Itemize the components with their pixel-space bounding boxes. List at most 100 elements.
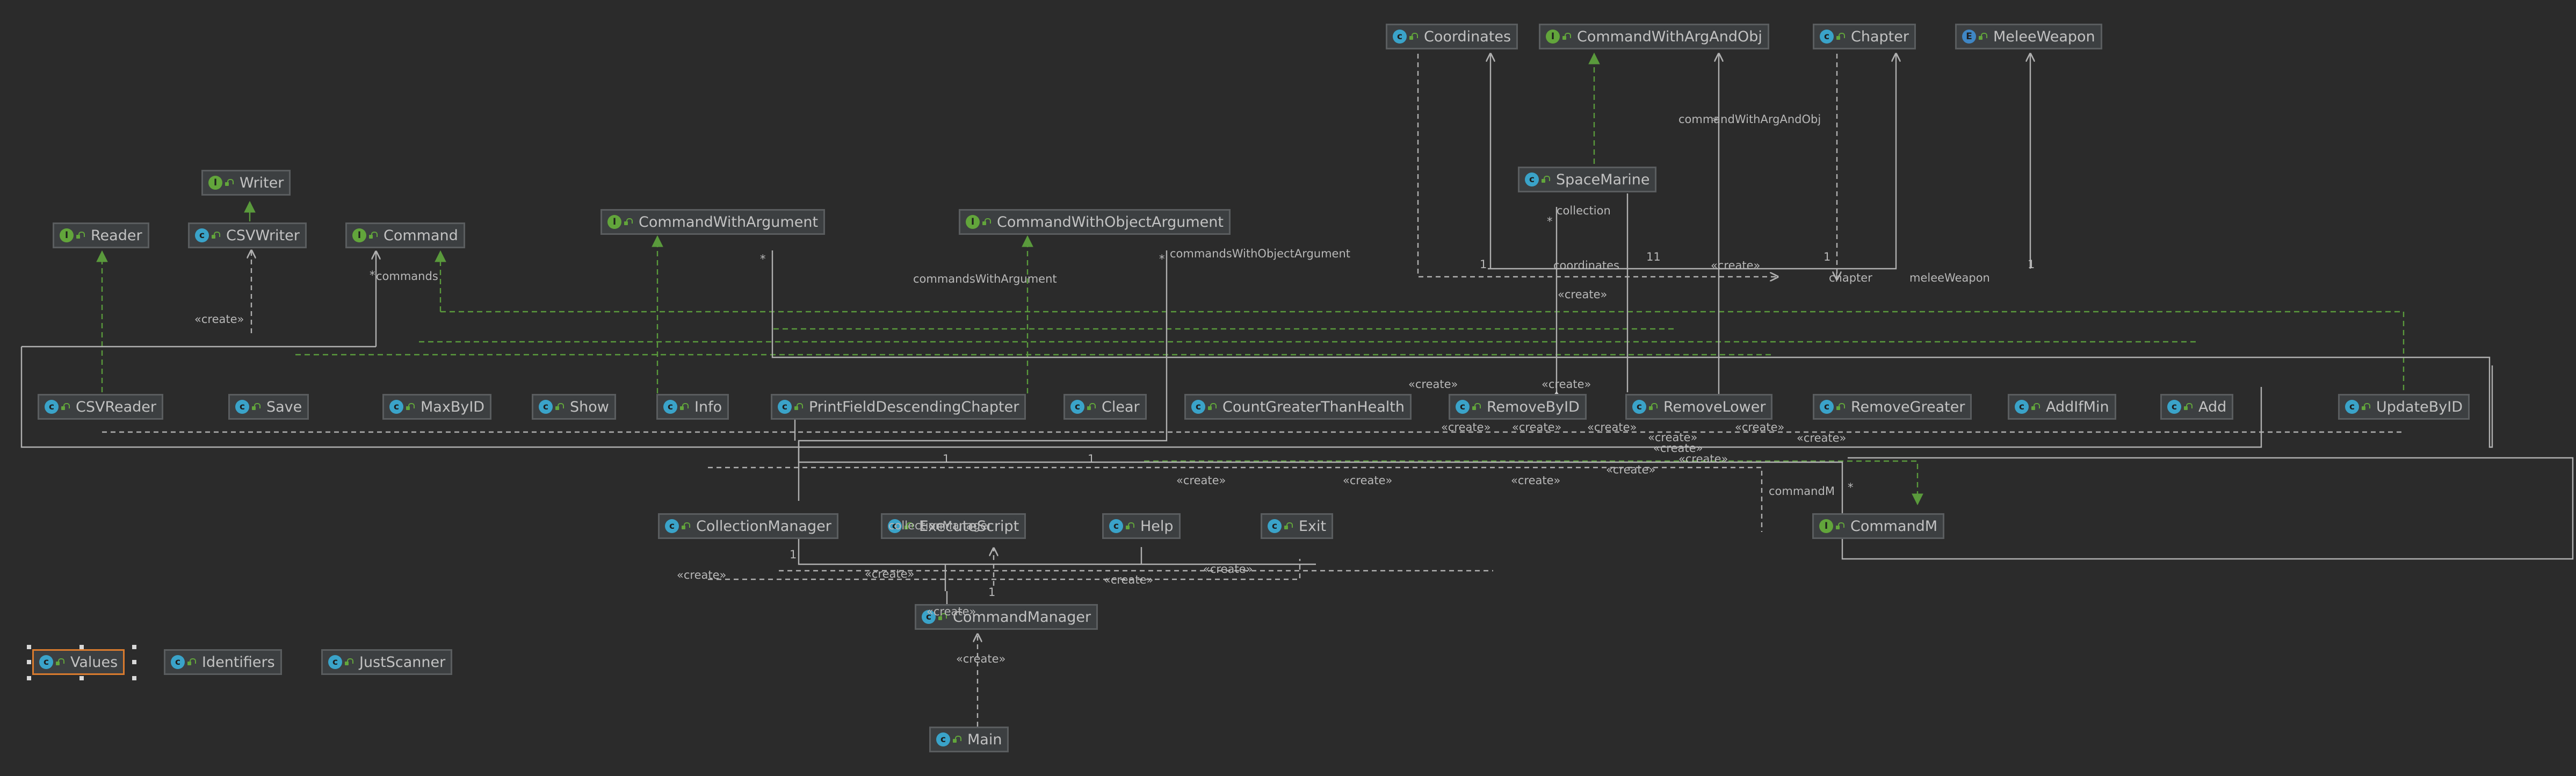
resize-handle[interactable] <box>132 645 136 649</box>
interface-icon: I <box>1819 519 1833 533</box>
resize-handle[interactable] <box>27 660 31 664</box>
lock-icon <box>1207 403 1217 411</box>
create-stereotype-label: «create» <box>956 652 1006 665</box>
interface-icon: I <box>1546 30 1560 44</box>
multiplicity-star: * <box>1712 115 1718 128</box>
multiplicity-one: 1 <box>1824 250 1831 263</box>
multiplicity-one: 1 <box>943 452 950 465</box>
create-stereotype-label: «create» <box>1606 463 1656 476</box>
lock-icon <box>1409 32 1419 41</box>
multiplicity-one: 1 <box>1480 258 1487 271</box>
enum-icon: E <box>1962 30 1976 44</box>
lock-icon <box>952 735 962 744</box>
edge-label-collection-manager: collectionManager <box>888 519 992 532</box>
lock-icon <box>76 231 85 240</box>
resize-handle[interactable] <box>132 660 136 664</box>
lock-icon <box>1836 403 1846 411</box>
class-icon: c <box>1191 400 1205 414</box>
lock-icon <box>794 403 804 411</box>
multiplicity-one: 1 <box>2028 258 2035 271</box>
class-icon: c <box>665 519 679 533</box>
lock-icon <box>61 403 70 411</box>
edge-label-melee-weapon: meleeWeapon <box>1909 271 1990 284</box>
class-icon: c <box>45 400 59 414</box>
create-stereotype-label: «create» <box>1343 474 1393 487</box>
class-icon: c <box>1456 400 1470 414</box>
lock-icon <box>1835 522 1845 530</box>
lock-icon <box>1284 522 1293 530</box>
create-stereotype-label: «create» <box>194 313 244 326</box>
class-icon: c <box>2167 400 2181 414</box>
class-icon: c <box>171 655 185 669</box>
resize-handle[interactable] <box>79 645 84 649</box>
lock-icon <box>225 178 234 187</box>
resize-handle[interactable] <box>27 645 31 649</box>
lock-icon <box>2361 403 2371 411</box>
create-stereotype-label: «create» <box>1558 288 1608 301</box>
edge-label-command-m: commandM <box>1769 485 1835 498</box>
multiplicity-eleven: 11 <box>1646 250 1661 263</box>
interface-icon: I <box>352 228 366 242</box>
class-icon: c <box>1525 173 1539 186</box>
lock-icon <box>251 403 261 411</box>
resize-handle[interactable] <box>132 676 136 680</box>
create-stereotype-label: «create» <box>1104 573 1154 586</box>
create-stereotype-label: «create» <box>1542 378 1591 391</box>
interface-icon: I <box>60 228 74 242</box>
edge-label-command-with-arg-and-obj: commandWithArgAndObj <box>1678 113 1821 126</box>
lock-icon <box>624 218 633 226</box>
multiplicity-one: 1 <box>988 586 996 599</box>
class-icon: c <box>328 655 342 669</box>
multiplicity-one: 1 <box>790 548 797 561</box>
class-icon: c <box>1070 400 1084 414</box>
lock-icon <box>344 658 354 666</box>
lock-icon <box>1472 403 1481 411</box>
lock-icon <box>679 403 689 411</box>
multiplicity-star: * <box>1159 253 1165 265</box>
resize-handle[interactable] <box>79 676 84 680</box>
multiplicity-star: * <box>370 269 375 282</box>
multiplicity-star: * <box>1848 481 1854 494</box>
lock-icon <box>681 522 691 530</box>
class-icon: c <box>1820 30 1834 44</box>
create-stereotype-label: «create» <box>1797 432 1847 444</box>
create-stereotype-label: «create» <box>1587 421 1637 434</box>
resize-handle[interactable] <box>27 676 31 680</box>
